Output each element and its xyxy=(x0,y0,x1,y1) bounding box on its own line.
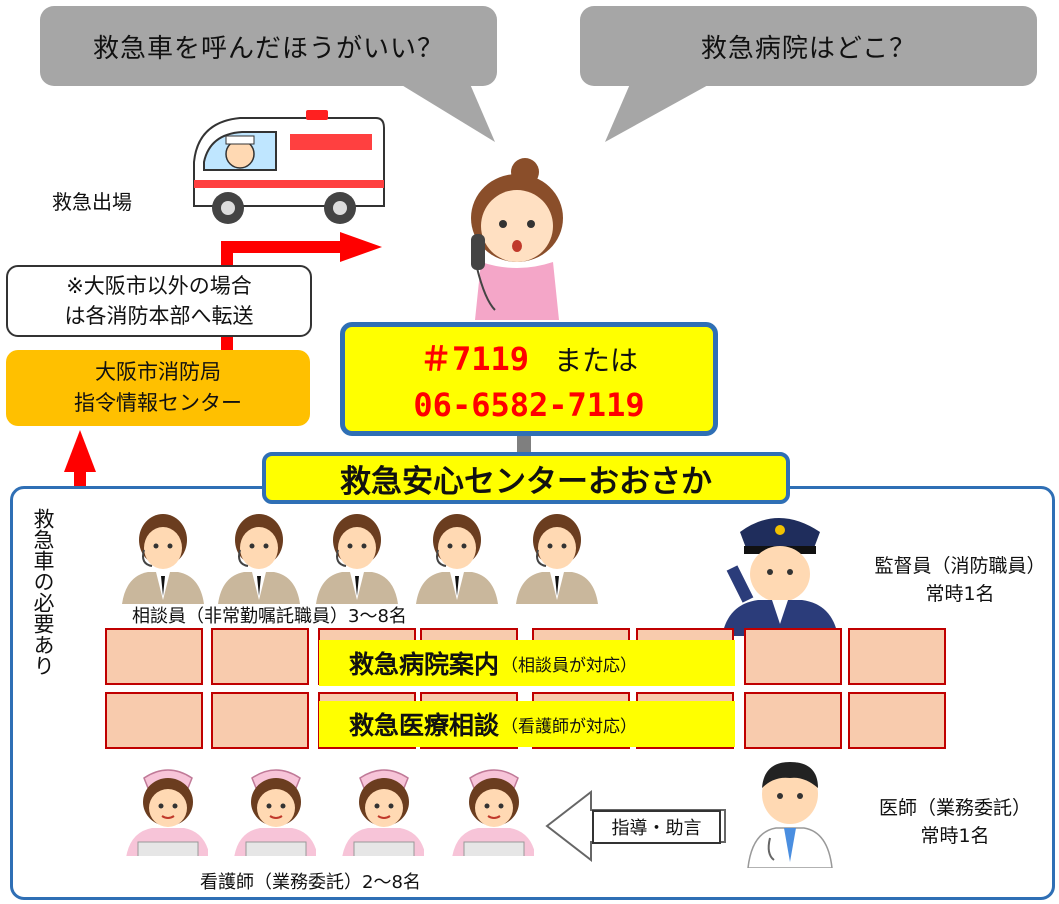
booth-cell xyxy=(848,628,946,685)
nurse-icon xyxy=(452,769,534,856)
speech-bubble-hospital-question: 救急病院はどこ？ xyxy=(580,6,1037,86)
forward-note-box: ※大阪市以外の場合 は各消防本部へ転送 xyxy=(6,265,312,337)
supervisor-label: 監督員（消防職員） 常時1名 xyxy=(870,552,1050,608)
forward-note-line2: は各消防本部へ転送 xyxy=(64,304,254,328)
phone-number-box: ＃7119 または 06-6582-7119 xyxy=(340,322,718,436)
forward-note-line1: ※大阪市以外の場合 xyxy=(66,274,252,298)
booth-cell xyxy=(744,628,842,685)
booth-cell xyxy=(744,692,842,749)
hospital-guide-main: 救急病院案内 xyxy=(349,650,500,679)
counselor-icon xyxy=(416,514,498,604)
nurses-label: 看護師（業務委託）2～8名 xyxy=(200,872,421,893)
center-name-banner: 救急安心センターおおさか xyxy=(262,452,790,504)
medical-consult-service: 救急医療相談 （看護師が対応） xyxy=(319,701,735,747)
counselor-icon xyxy=(218,514,300,604)
dispatch-label: 救急出場 xyxy=(52,190,132,214)
booth-cell xyxy=(848,692,946,749)
nurse-icon xyxy=(342,769,424,856)
booth-cell xyxy=(211,692,309,749)
booth-cell xyxy=(105,628,203,685)
command-center-line1: 大阪市消防局 xyxy=(95,360,221,384)
counselor-icon xyxy=(516,514,598,604)
ambulance-icon xyxy=(193,110,385,224)
supervisor-officer-icon xyxy=(722,518,838,636)
counselor-icon xyxy=(122,514,204,604)
booth-cell xyxy=(105,692,203,749)
counselors-label: 相談員（非常勤嘱託職員）3～8名 xyxy=(132,606,407,627)
medical-consult-sub: （看護師が対応） xyxy=(501,716,638,737)
bubble-tails xyxy=(400,84,710,142)
counselor-icon xyxy=(316,514,398,604)
booth-cell xyxy=(211,628,309,685)
doctor-label-line2: 常時1名 xyxy=(920,825,990,847)
hospital-guide-service: 救急病院案内 （相談員が対応） xyxy=(319,640,735,686)
short-number: ＃7119 xyxy=(420,340,530,378)
speech-bubble-ambulance-question: 救急車を呼んだほうがいい？ xyxy=(40,6,497,86)
ambulance-needed-label: 救急車の必要あり xyxy=(31,508,55,676)
supervisor-label-line1: 監督員（消防職員） xyxy=(874,555,1046,577)
doctor-icon xyxy=(747,762,833,868)
doctor-label-line1: 医師（業務委託） xyxy=(878,797,1031,819)
command-center-line2: 指令情報センター xyxy=(74,391,242,415)
nurse-icon xyxy=(234,769,316,856)
full-phone-number: 06-6582-7119 xyxy=(413,386,645,424)
caller-woman-icon xyxy=(471,158,563,320)
command-center-box: 大阪市消防局 指令情報センター xyxy=(6,350,310,426)
phone-connector: または xyxy=(553,344,638,377)
supervisor-label-line2: 常時1名 xyxy=(925,583,995,605)
medical-consult-main: 救急医療相談 xyxy=(349,711,500,740)
guidance-label: 指導・助言 xyxy=(592,810,721,844)
hospital-guide-sub: （相談員が対応） xyxy=(501,655,638,676)
doctor-label: 医師（業務委託） 常時1名 xyxy=(855,794,1055,850)
nurse-icon xyxy=(126,769,208,856)
